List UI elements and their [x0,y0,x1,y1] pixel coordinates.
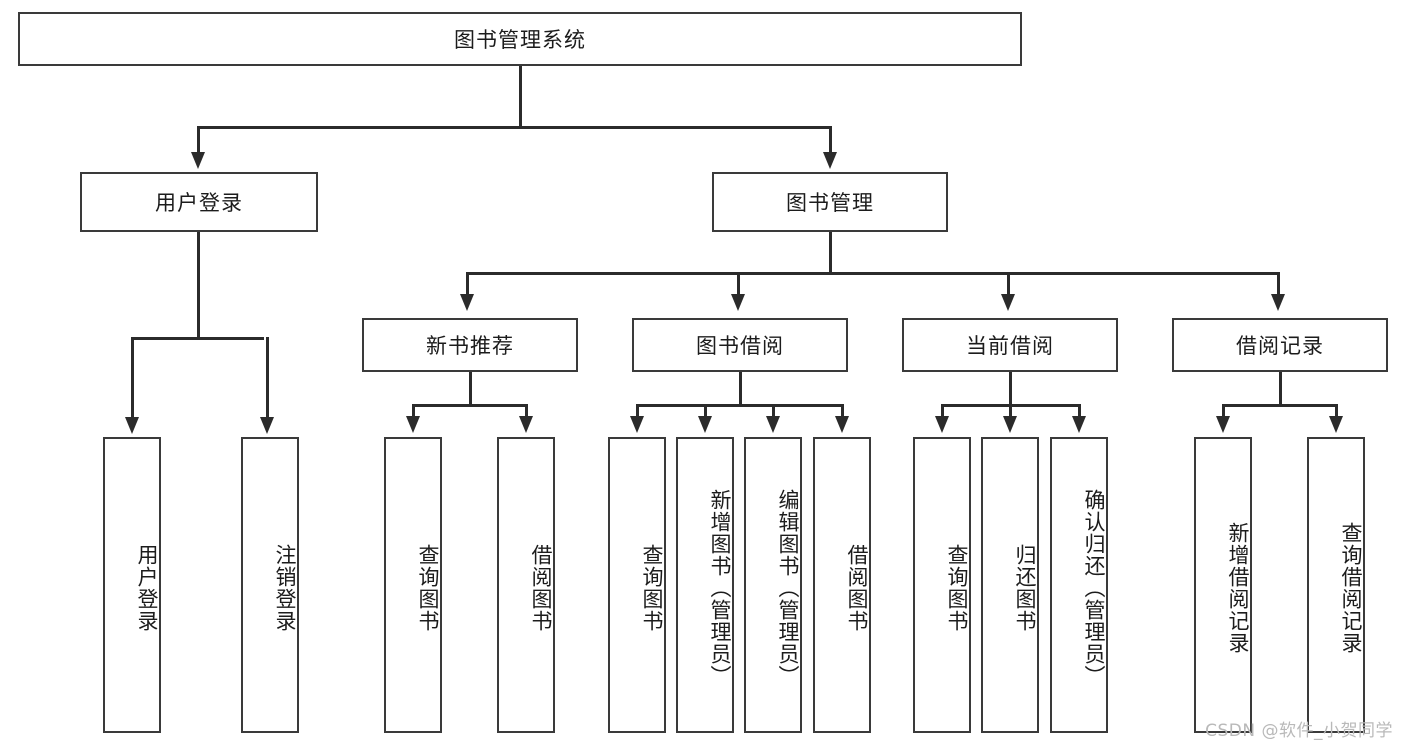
node-label: 注销登录 [273,544,297,632]
leaf-return-book[interactable]: 归还图书 [981,437,1039,733]
leaf-edit-book-admin[interactable]: 编辑图书（管理员） [744,437,802,733]
node-label: 确认归还（管理员） [1082,489,1106,687]
node-current-borrow[interactable]: 当前借阅 [902,318,1118,372]
edge-borrow-record-trunk [1279,372,1282,406]
arrow-to-user-login [191,152,205,169]
edge-root-to-book-manage [829,126,832,154]
edge-to-current-borrow [1007,272,1010,296]
edge-book-borrow-bar [636,404,844,407]
leaf-add-borrow-record[interactable]: 新增借阅记录 [1194,437,1252,733]
node-label: 借阅记录 [1236,334,1324,358]
edge-book-borrow-c2 [704,404,707,418]
leaf-logout[interactable]: 注销登录 [241,437,299,733]
arrow-to-leaf-query-record [1329,416,1343,433]
edge-to-borrow-record [1277,272,1280,296]
edge-book-borrow-c3 [772,404,775,418]
edge-borrow-record-c1 [1222,404,1225,418]
node-label: 借阅图书 [845,544,869,632]
edge-root-bar [197,126,832,129]
arrow-to-leaf-query-book-2 [630,416,644,433]
node-label: 图书管理 [786,191,874,215]
arrow-to-book-manage [823,152,837,169]
edge-new-book-trunk [469,372,472,406]
edge-to-new-book [466,272,469,296]
arrow-to-leaf-logout [260,417,274,434]
edge-to-book-borrow [737,272,740,296]
node-root-system[interactable]: 图书管理系统 [18,12,1022,66]
leaf-query-book-recommend[interactable]: 查询图书 [384,437,442,733]
edge-current-borrow-c1 [941,404,944,418]
edge-current-borrow-c3 [1078,404,1081,418]
node-label: 图书借阅 [696,334,784,358]
node-label: 用户登录 [155,191,243,215]
node-label: 新增借阅记录 [1226,522,1250,654]
leaf-user-login[interactable]: 用户登录 [103,437,161,733]
arrow-to-leaf-edit-book [766,416,780,433]
arrow-to-current-borrow [1001,294,1015,311]
node-label: 借阅图书 [529,544,553,632]
edge-book-manage-trunk [829,232,832,274]
leaf-query-borrow-record[interactable]: 查询借阅记录 [1307,437,1365,733]
leaf-add-book-admin[interactable]: 新增图书（管理员） [676,437,734,733]
edge-user-login-left [131,337,134,419]
node-label: 新增图书（管理员） [708,489,732,687]
arrow-to-leaf-add-record [1216,416,1230,433]
edge-new-book-c2 [525,404,528,418]
leaf-query-book-borrow[interactable]: 查询图书 [608,437,666,733]
arrow-to-leaf-borrow-book-2 [835,416,849,433]
edge-current-borrow-c2 [1009,404,1012,418]
leaf-confirm-return-admin[interactable]: 确认归还（管理员） [1050,437,1108,733]
edge-current-borrow-trunk [1009,372,1012,406]
arrow-to-borrow-record [1271,294,1285,311]
node-label: 当前借阅 [966,334,1054,358]
edge-root-trunk [519,66,522,128]
node-new-book-recommend[interactable]: 新书推荐 [362,318,578,372]
arrow-to-new-book [460,294,474,311]
node-label: 用户登录 [135,544,159,632]
edge-new-book-bar [412,404,527,407]
arrow-to-book-borrow [731,294,745,311]
edge-borrow-record-c2 [1335,404,1338,418]
edge-new-book-c1 [412,404,415,418]
edge-book-borrow-trunk [739,372,742,406]
edge-root-to-user-login [197,126,200,154]
node-label: 归还图书 [1013,544,1037,632]
edge-user-login-right [266,337,269,419]
edge-book-borrow-c1 [636,404,639,418]
leaf-borrow-book-recommend[interactable]: 借阅图书 [497,437,555,733]
edge-user-login-bar [131,337,264,340]
arrow-to-leaf-user-login [125,417,139,434]
arrow-to-leaf-query-book-3 [935,416,949,433]
node-label: 查询借阅记录 [1339,522,1363,654]
node-user-login[interactable]: 用户登录 [80,172,318,232]
arrow-to-leaf-query-book-1 [406,416,420,433]
edge-borrow-record-bar [1222,404,1337,407]
node-label: 查询图书 [640,544,664,632]
arrow-to-leaf-add-book [698,416,712,433]
node-label: 查询图书 [416,544,440,632]
leaf-query-book-current[interactable]: 查询图书 [913,437,971,733]
node-label: 查询图书 [945,544,969,632]
arrow-to-leaf-confirm-return [1072,416,1086,433]
node-book-manage[interactable]: 图书管理 [712,172,948,232]
edge-book-borrow-c4 [841,404,844,418]
csdn-watermark: CSDN @软件_小贺同学 [1205,721,1393,741]
node-book-borrow[interactable]: 图书借阅 [632,318,848,372]
edge-user-login-trunk [197,232,200,339]
edge-book-manage-bar [466,272,1280,275]
arrow-to-leaf-borrow-book-1 [519,416,533,433]
arrow-to-leaf-return-book [1003,416,1017,433]
node-label: 编辑图书（管理员） [776,489,800,687]
node-label: 图书管理系统 [454,28,586,52]
leaf-borrow-book[interactable]: 借阅图书 [813,437,871,733]
node-label: 新书推荐 [426,334,514,358]
node-borrow-record[interactable]: 借阅记录 [1172,318,1388,372]
